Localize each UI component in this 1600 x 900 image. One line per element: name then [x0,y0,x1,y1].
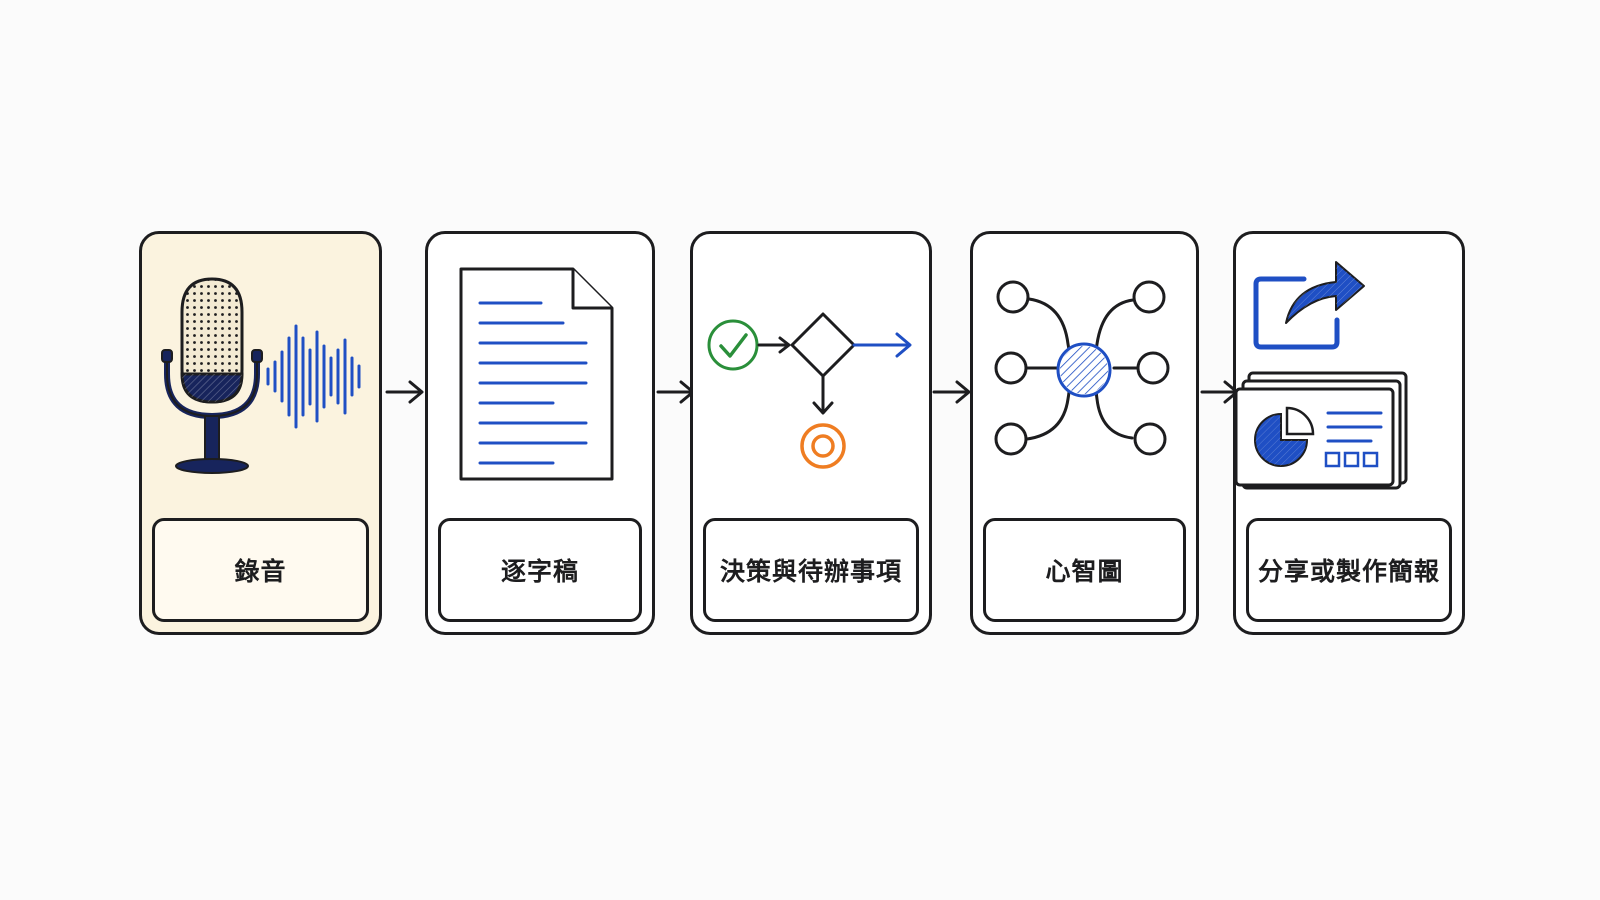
microphone-icon [161,277,263,474]
share-icon [1253,261,1365,350]
soundwave-icon [266,324,361,429]
arrow-right-icon [385,380,424,404]
arrow-right-icon [932,380,971,404]
step-label-share-presentation: 分享或製作簡報 [1257,557,1440,586]
share-presentation-icon [1236,261,1408,490]
decision-flowchart-icon [707,312,912,469]
step-label-box: 決策與待辦事項 [703,518,919,622]
check-circle-icon [707,319,759,371]
step-card-transcript: 逐字稿 [425,231,655,635]
step-label-mind-map: 心智圖 [1045,557,1124,586]
step-card-recording: 錄音 [139,231,382,635]
step-label-decisions-todos: 決策與待辦事項 [719,557,902,586]
step-label-box: 逐字稿 [438,518,642,622]
microphone-soundwave-icon [161,277,361,474]
step-label-transcript: 逐字稿 [500,557,579,586]
step-card-mind-map: 心智圖 [970,231,1199,635]
step-label-recording: 錄音 [234,557,287,586]
slides-icon [1236,371,1408,490]
step-card-decisions-todos: 決策與待辦事項 [690,231,932,635]
decision-diamond-icon [790,312,856,378]
step-card-share-presentation: 分享或製作簡報 [1233,231,1465,635]
target-circle-icon [800,423,846,469]
step-label-box: 心智圖 [983,518,1186,622]
mind-map-icon [994,280,1170,456]
step-label-box: 錄音 [152,518,369,622]
step-label-box: 分享或製作簡報 [1246,518,1452,622]
transcript-document-icon [459,267,614,481]
